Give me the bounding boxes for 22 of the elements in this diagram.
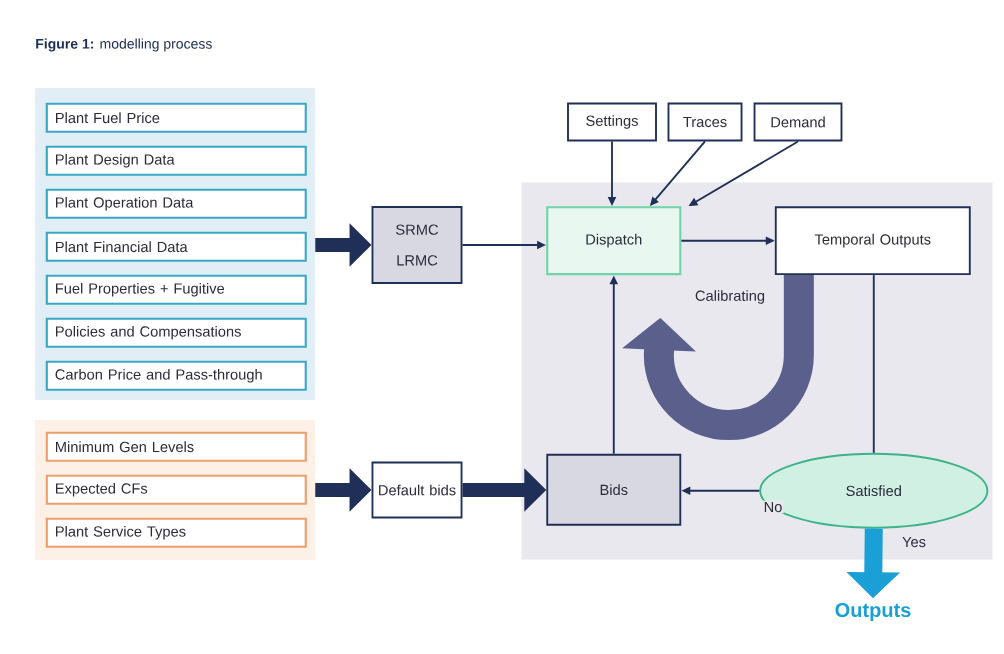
process-box: Default bids [371, 461, 463, 519]
connector-line [872, 274, 875, 454]
input-box: Fuel Properties + Fugitive [45, 274, 307, 305]
input-box: Policies and Compensations [45, 317, 307, 348]
process-box: Bids [546, 453, 682, 526]
process-box: Settings [567, 102, 657, 142]
process-box: Dispatch [546, 206, 682, 276]
input-box: Plant Operation Data [45, 188, 307, 219]
process-box: SRMC LRMC [371, 206, 463, 284]
input-box: Minimum Gen Levels [45, 431, 307, 462]
u-turn-arrow [622, 275, 814, 441]
input-box: Expected CFs [45, 474, 307, 505]
process-box: Traces [667, 102, 743, 142]
input-box: Plant Design Data [45, 145, 307, 176]
input-box: Plant Service Types [45, 517, 307, 548]
output-label: Outputs [835, 602, 911, 622]
process-box: Demand [753, 102, 843, 142]
figure-title: Figure 1: modelling process [36, 38, 212, 52]
input-box: Carbon Price and Pass-through [45, 360, 307, 391]
process-box: Temporal Outputs [774, 206, 971, 276]
input-box: Plant Financial Data [45, 231, 307, 262]
input-box: Plant Fuel Price [45, 102, 307, 133]
